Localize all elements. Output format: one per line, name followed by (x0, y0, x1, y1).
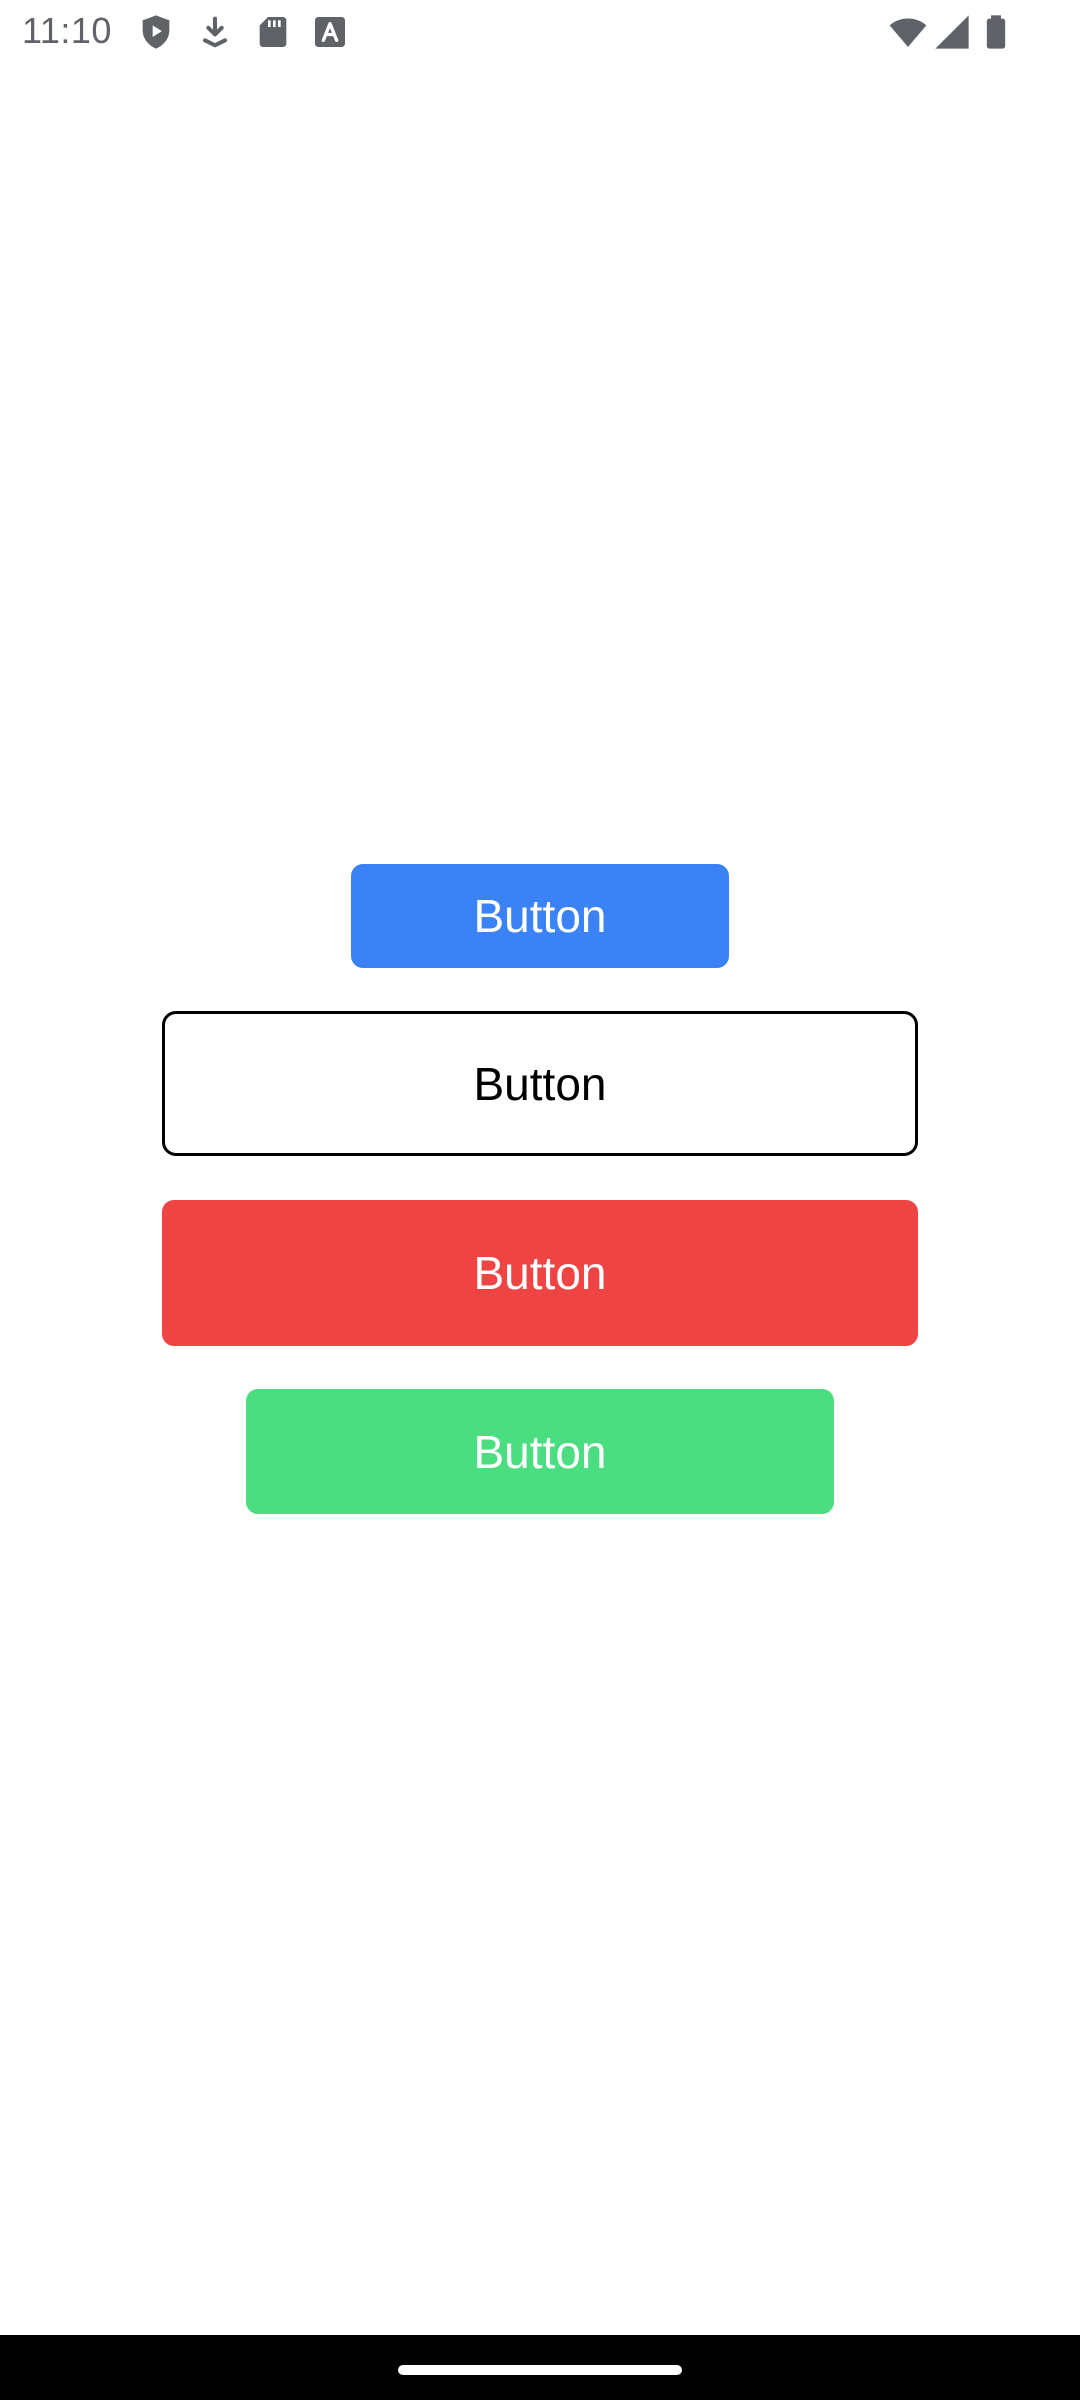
danger-button[interactable]: Button (162, 1200, 918, 1346)
font-a-icon (310, 12, 350, 52)
danger-button-label: Button (473, 1247, 607, 1299)
navigation-bar (0, 2335, 1080, 2400)
primary-button[interactable]: Button (351, 864, 729, 968)
status-bar: 11:10 (0, 0, 1080, 64)
sd-card-icon (253, 12, 293, 52)
status-time: 11:10 (22, 10, 112, 51)
primary-button-label: Button (473, 890, 607, 942)
home-gesture-handle[interactable] (398, 2365, 682, 2375)
outline-button-label: Button (473, 1057, 607, 1110)
success-button-label: Button (473, 1425, 607, 1478)
wifi-icon (888, 12, 928, 52)
play-shield-icon (136, 12, 176, 52)
download-icon (195, 12, 235, 52)
signal-icon (932, 12, 972, 52)
outline-button[interactable]: Button (162, 1011, 918, 1156)
success-button[interactable]: Button (246, 1389, 834, 1514)
battery-icon (976, 12, 1016, 52)
